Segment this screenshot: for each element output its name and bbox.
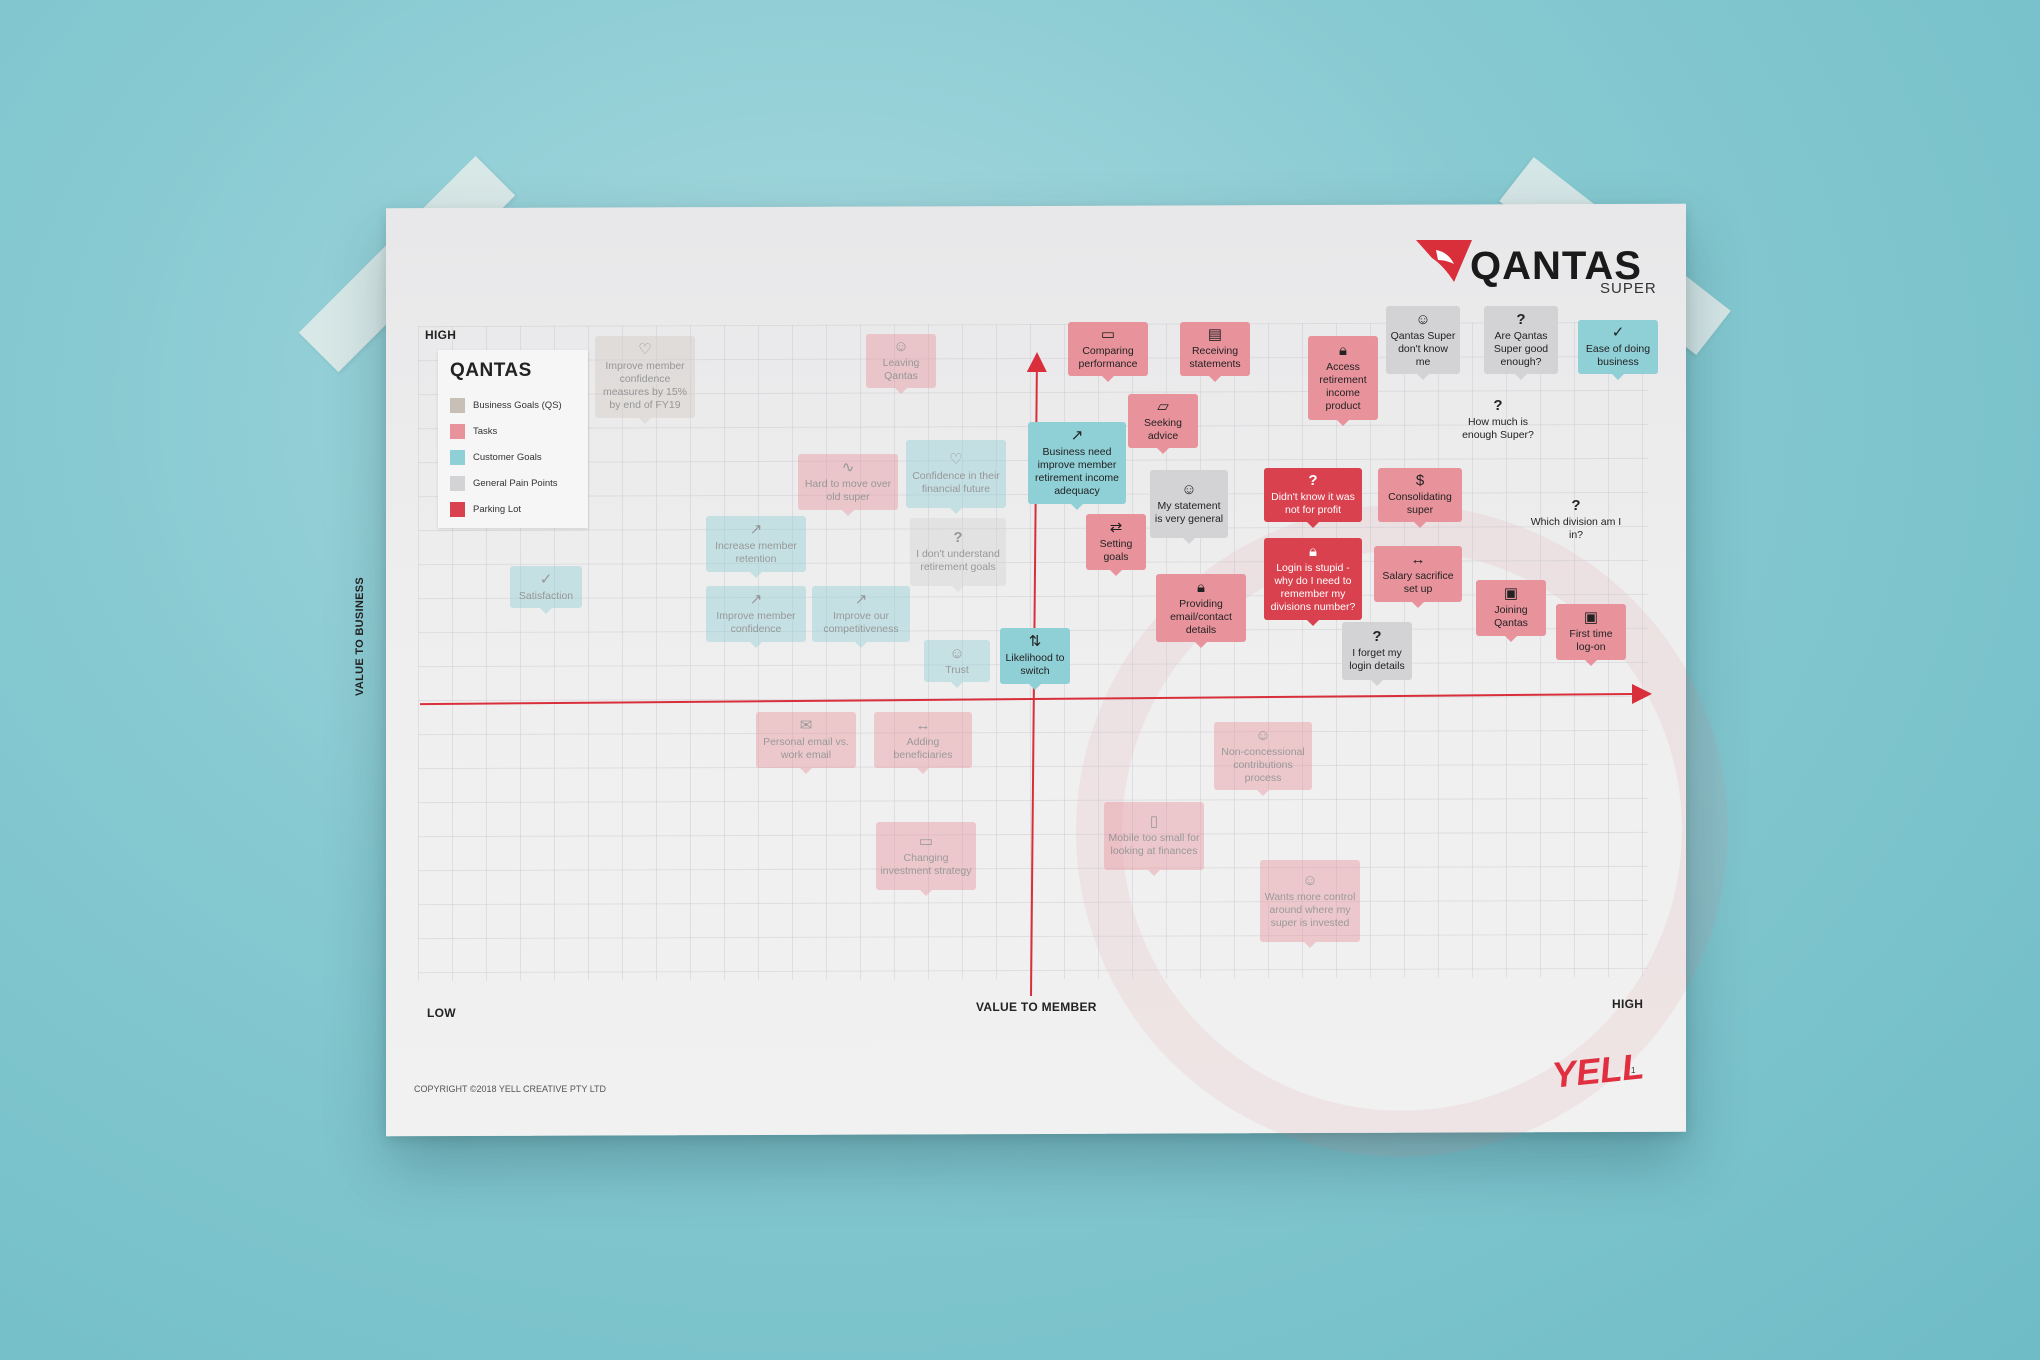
- card-trust: ☺Trust: [924, 640, 990, 682]
- card-setting-goals: ⇄Setting goals: [1086, 514, 1146, 570]
- mobile-icon: ▯: [1150, 814, 1158, 830]
- qantas-kangaroo-icon: [1414, 236, 1474, 286]
- presentation-icon: ▭: [919, 834, 933, 850]
- card-satisfaction: ✓Satisfaction: [510, 566, 582, 608]
- legend-item-business-goals: Business Goals (QS): [450, 398, 562, 414]
- qantas-super-label: SUPER: [1600, 280, 1657, 297]
- check-circle-icon: ✓: [1612, 325, 1625, 341]
- person-icon: ☺: [949, 646, 964, 662]
- legend-swatch: [450, 398, 465, 413]
- card-receiving-statements: ▤Receiving statements: [1180, 322, 1250, 376]
- dollar-arrows-icon: ↔: [1411, 552, 1426, 568]
- question-icon: ?: [1493, 398, 1502, 414]
- lock-icon: 🔒︎: [1309, 544, 1317, 560]
- legend: QANTAS Business Goals (QS) Tasks Custome…: [438, 350, 588, 528]
- x-axis-label: VALUE TO MEMBER: [976, 1000, 1097, 1014]
- y-high-label: HIGH: [425, 328, 456, 342]
- legend-swatch: [450, 450, 465, 465]
- card-which-division-am-i-in: ?Which division am I in?: [1526, 494, 1626, 546]
- heart-chat-icon: ♡: [638, 342, 651, 358]
- card-personal-vs-work-email: ✉Personal email vs. work email: [756, 712, 856, 768]
- card-business-need-retirement-adequacy: ↗Business need improve member retirement…: [1028, 422, 1126, 504]
- copyright-text: COPYRIGHT ©2018 YELL CREATIVE PTY LTD: [414, 1084, 606, 1094]
- lock-icon: 🔒︎: [1197, 580, 1205, 596]
- monitor-chart-icon: ▭: [1101, 327, 1115, 343]
- card-seeking-advice: ▱Seeking advice: [1128, 394, 1198, 448]
- chat-icon: ▱: [1157, 399, 1169, 415]
- head-icon: ☺: [1302, 873, 1317, 889]
- card-first-time-log-on: ▣First time log-on: [1556, 604, 1626, 660]
- person-icon: ☺: [1415, 312, 1430, 328]
- trend-up-icon: ↗: [855, 592, 868, 608]
- card-confidence-financial-future: ♡Confidence in their financial future: [906, 440, 1006, 508]
- card-ease-of-doing-business: ✓Ease of doing business: [1578, 320, 1658, 374]
- legend-item-pain-points: General Pain Points: [450, 476, 558, 492]
- lock-icon: 🔒︎: [1339, 343, 1347, 359]
- card-joining-qantas: ▣Joining Qantas: [1476, 580, 1546, 636]
- person-exit-icon: ☺: [893, 339, 908, 355]
- target-arrows-icon: ⇄: [1110, 520, 1123, 536]
- card-forget-login-details: ?I forget my login details: [1342, 622, 1412, 680]
- page-number: 1: [1631, 1066, 1635, 1075]
- question-icon: ?: [1516, 312, 1525, 328]
- card-hard-to-move-old-super: ∿Hard to move over old super: [798, 454, 898, 510]
- card-wants-more-control: ☺Wants more control around where my supe…: [1260, 860, 1360, 942]
- head-icon: ☺: [1255, 728, 1270, 744]
- card-improve-member-confidence: ↗Improve member confidence: [706, 586, 806, 642]
- id-card-icon: ▣: [1584, 610, 1598, 626]
- card-access-retirement-income: 🔒︎Access retirement income product: [1308, 336, 1378, 420]
- legend-swatch: [450, 476, 465, 491]
- card-are-qantas-super-good-enough: ?Are Qantas Super good enough?: [1484, 306, 1558, 374]
- card-adding-beneficiaries: ↔Adding beneficiaries: [874, 712, 972, 768]
- question-icon: ?: [1372, 629, 1381, 645]
- legend-item-parking-lot: Parking Lot: [450, 502, 521, 518]
- card-consolidating-super: $Consolidating super: [1378, 468, 1462, 522]
- question-icon: ?: [953, 530, 962, 546]
- card-my-statement-very-general: ☺My statement is very general: [1150, 470, 1228, 538]
- person-icon: ☺: [1181, 482, 1196, 498]
- question-icon: ?: [1571, 498, 1580, 514]
- card-comparing-performance: ▭Comparing performance: [1068, 322, 1148, 376]
- trend-up-icon: ↗: [750, 522, 763, 538]
- card-how-much-is-enough-super: ?How much is enough Super?: [1452, 394, 1544, 446]
- card-providing-email-contact: 🔒︎Providing email/contact details: [1156, 574, 1246, 642]
- trend-up-icon: ↗: [750, 592, 763, 608]
- envelope-icon: ✉: [800, 718, 813, 734]
- legend-item-tasks: Tasks: [450, 424, 497, 440]
- path-icon: ∿: [842, 460, 855, 476]
- card-improve-competitiveness: ↗Improve our competitiveness: [812, 586, 910, 642]
- check-icon: ✓: [540, 572, 553, 588]
- y-axis-label: VALUE TO BUSINESS: [354, 577, 366, 696]
- legend-swatch: [450, 502, 465, 517]
- x-low-label: LOW: [427, 1006, 456, 1020]
- card-changing-investment-strategy: ▭Changing investment strategy: [876, 822, 976, 890]
- card-dont-understand-retirement-goals: ?I don't understand retirement goals: [910, 518, 1006, 586]
- switch-icon: ⇅: [1029, 634, 1042, 650]
- card-didnt-know-not-for-profit: ?Didn't know it was not for profit: [1264, 468, 1362, 522]
- x-high-label: HIGH: [1612, 997, 1643, 1011]
- legend-item-customer-goals: Customer Goals: [450, 450, 542, 466]
- trend-up-icon: ↗: [1071, 428, 1084, 444]
- question-icon: ?: [1308, 473, 1317, 489]
- card-increase-member-retention: ↗Increase member retention: [706, 516, 806, 572]
- dollar-icon: $: [1416, 473, 1424, 489]
- document-icon: ▤: [1208, 327, 1222, 343]
- card-improve-member-confidence-measures: ♡Improve member confidence measures by 1…: [595, 336, 695, 418]
- card-non-concessional-contributions: ☺Non-concessional contributions process: [1214, 722, 1312, 790]
- legend-title: QANTAS: [450, 360, 532, 382]
- dollar-arrows-icon: ↔: [916, 718, 931, 734]
- card-likelihood-to-switch: ⇅Likelihood to switch: [1000, 628, 1070, 684]
- card-mobile-too-small: ▯Mobile too small for looking at finance…: [1104, 802, 1204, 870]
- card-qantas-super-dont-know-me: ☺Qantas Super don't know me: [1386, 306, 1460, 374]
- legend-swatch: [450, 424, 465, 439]
- card-login-is-stupid: 🔒︎Login is stupid - why do I need to rem…: [1264, 538, 1362, 620]
- heart-chat-icon: ♡: [949, 452, 962, 468]
- id-card-icon: ▣: [1504, 586, 1518, 602]
- card-salary-sacrifice: ↔Salary sacrifice set up: [1374, 546, 1462, 602]
- card-leaving-qantas: ☺Leaving Qantas: [866, 334, 936, 388]
